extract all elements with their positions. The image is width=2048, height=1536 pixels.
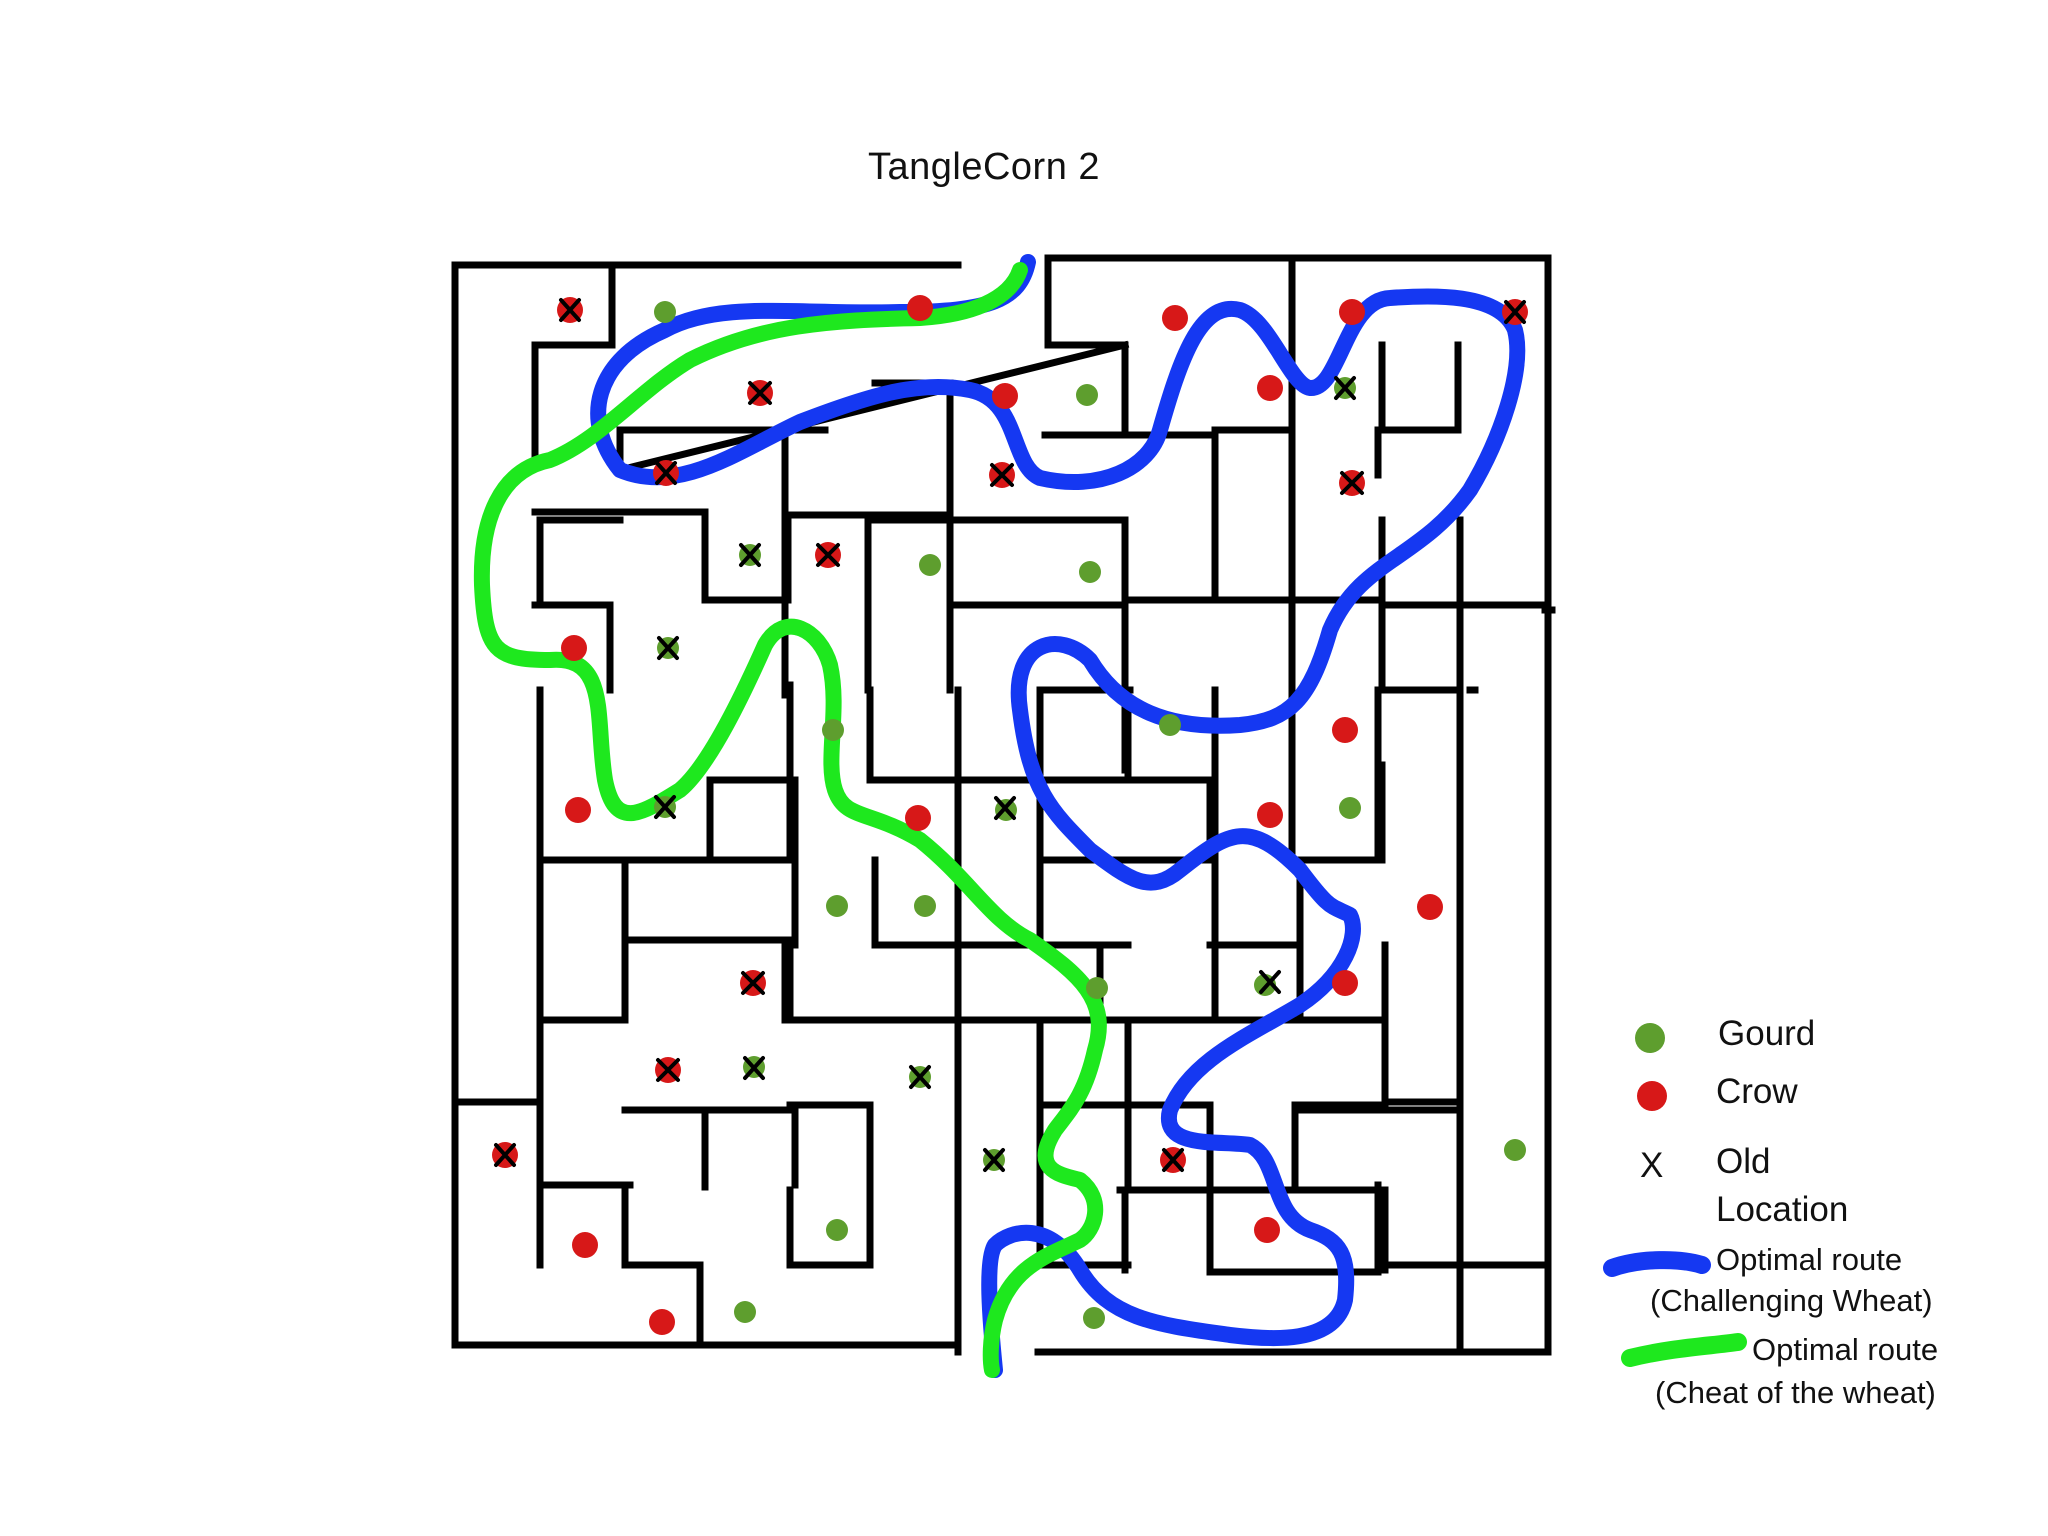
legend-location-label: Location xyxy=(1716,1190,1849,1229)
x-mark xyxy=(1259,970,1281,994)
crow-dot xyxy=(649,1309,675,1335)
x-mark xyxy=(1162,1148,1184,1172)
crow-dot xyxy=(907,295,933,321)
legend-crow-dot xyxy=(1637,1081,1667,1111)
legend-gourd-label: Gourd xyxy=(1718,1014,1816,1053)
x-mark xyxy=(655,461,677,485)
gourd-dot xyxy=(654,301,676,323)
blue-route xyxy=(590,254,1526,1378)
gourd-dot xyxy=(919,554,941,576)
gourd-dot xyxy=(1504,1139,1526,1161)
x-mark xyxy=(1504,300,1526,324)
x-mark xyxy=(743,1056,765,1080)
x-mark xyxy=(816,543,840,567)
maze-walls xyxy=(451,254,1556,1356)
x-mark xyxy=(990,463,1014,487)
x-mark xyxy=(994,796,1016,820)
crow-dot xyxy=(1254,1217,1280,1243)
legend-green-swatch xyxy=(1621,1333,1747,1367)
gourd-dot xyxy=(1159,714,1181,736)
crow-dot xyxy=(905,805,931,831)
x-mark xyxy=(656,1058,680,1082)
gourd-dot xyxy=(1086,977,1108,999)
crow-dot xyxy=(1257,802,1283,828)
x-mark xyxy=(494,1143,516,1167)
gourd-dot xyxy=(822,719,844,741)
crow-dot xyxy=(1332,717,1358,743)
crow-dot xyxy=(992,383,1018,409)
legend-blue-swatch xyxy=(1603,1251,1711,1277)
crow-dot xyxy=(1332,970,1358,996)
legend-blue-sublabel: (Challenging Wheat) xyxy=(1650,1283,1933,1318)
crow-dot xyxy=(561,635,587,661)
legend-gourd-dot xyxy=(1635,1023,1665,1053)
gourd-dot xyxy=(1076,384,1098,406)
gourd-dot xyxy=(826,1219,848,1241)
legend-crow-label: Crow xyxy=(1716,1072,1798,1111)
legend-x-symbol: X xyxy=(1640,1146,1664,1185)
gourd-dot xyxy=(1339,797,1361,819)
x-mark xyxy=(1340,471,1364,495)
crow-dot xyxy=(1339,299,1365,325)
x-mark xyxy=(748,381,772,405)
crow-dot xyxy=(572,1232,598,1258)
legend-green-sublabel: (Cheat of the wheat) xyxy=(1655,1375,1936,1410)
gourd-dot xyxy=(914,895,936,917)
gourd-dot xyxy=(1083,1307,1105,1329)
gourd-dot xyxy=(826,895,848,917)
gourd-dot xyxy=(734,1301,756,1323)
crow-dot xyxy=(1257,375,1283,401)
x-mark xyxy=(909,1065,931,1089)
x-mark xyxy=(739,543,761,567)
old-location-marks xyxy=(494,298,1526,1172)
x-mark xyxy=(1334,376,1356,400)
page-title: TangleCorn 2 xyxy=(868,146,1101,188)
crow-dot xyxy=(1417,894,1443,920)
x-mark xyxy=(741,971,765,995)
green-route xyxy=(473,262,1107,1378)
crow-dot xyxy=(565,797,591,823)
x-mark xyxy=(983,1148,1005,1172)
x-mark xyxy=(657,636,679,660)
crow-dot xyxy=(1162,305,1188,331)
x-mark xyxy=(654,795,676,819)
x-mark xyxy=(559,298,581,322)
legend-blue-label: Optimal route xyxy=(1716,1242,1903,1277)
legend-green-label: Optimal route xyxy=(1752,1332,1939,1367)
legend-old-label: Old xyxy=(1716,1142,1771,1181)
gourd-dot xyxy=(1079,561,1101,583)
